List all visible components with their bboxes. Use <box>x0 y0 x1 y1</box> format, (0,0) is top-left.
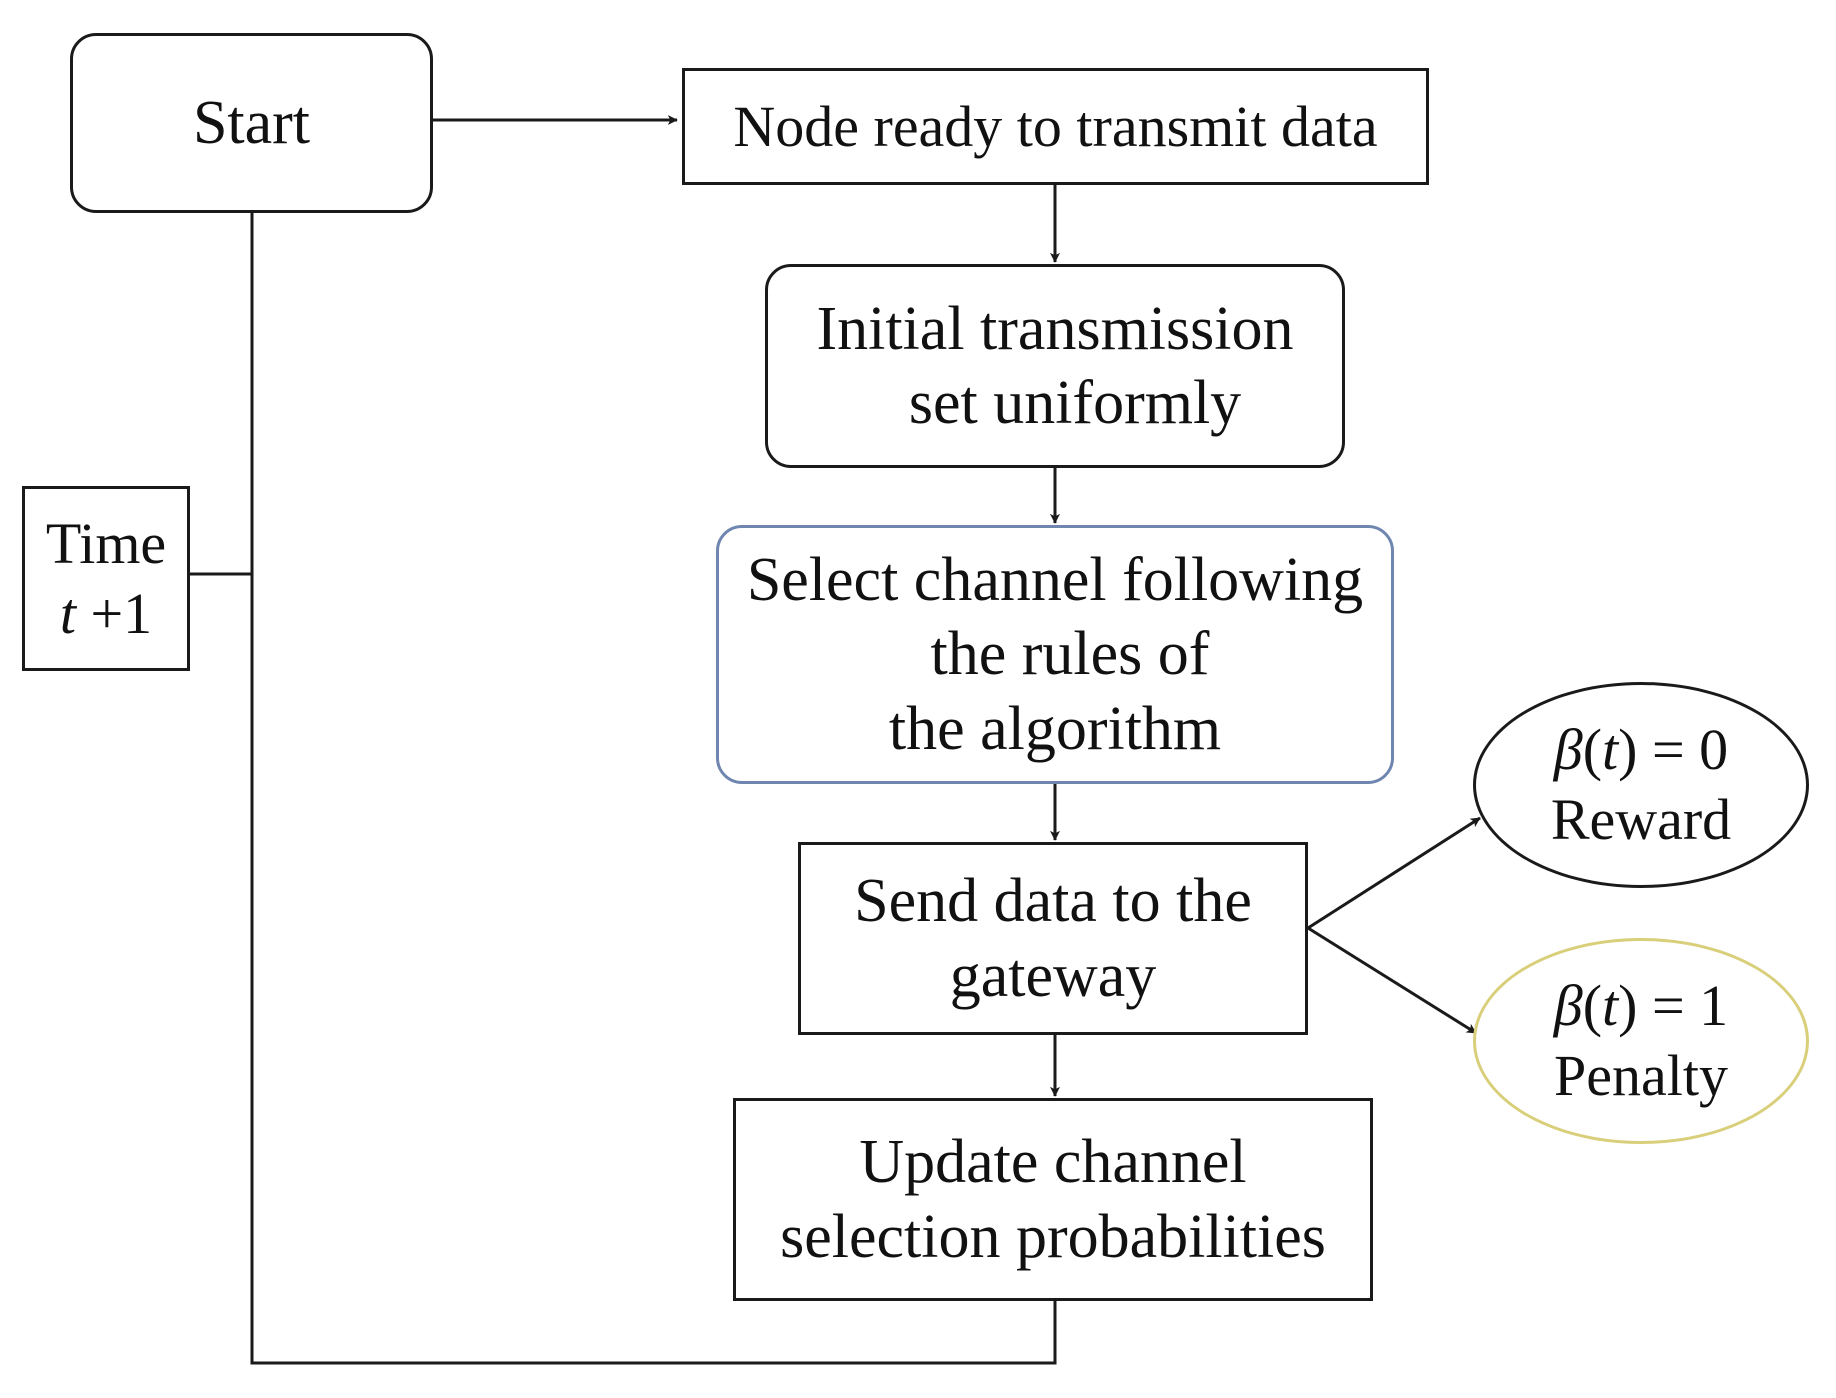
node-ready-box: Node ready to transmit data <box>682 68 1429 185</box>
select-line-1: Select channel following <box>746 545 1364 614</box>
send-line-2: gateway <box>949 941 1157 1010</box>
update-probabilities-box: Update channel selection probabilities <box>733 1098 1373 1301</box>
arrow-send-to-reward <box>1307 816 1481 930</box>
penalty-label: Penalty <box>1554 1043 1728 1108</box>
time-variable: t <box>59 580 76 646</box>
reward-beta: β <box>1553 717 1583 783</box>
select-channel-box: Select channel following the rules of th… <box>716 525 1394 784</box>
send-data-box: Send data to the gateway <box>798 842 1308 1035</box>
node-ready-label: Node ready to transmit data <box>733 93 1378 159</box>
time-step-formula: t +1 <box>60 579 152 649</box>
update-line-1: Update channel <box>859 1128 1247 1197</box>
arrow-send-to-penalty <box>1307 926 1477 1035</box>
reward-label: Reward <box>1550 787 1732 852</box>
loop-back-line <box>250 213 1057 1365</box>
penalty-formula: β(t) = 1 <box>1553 973 1729 1039</box>
reward-formula: β(t) = 0 <box>1553 717 1729 783</box>
penalty-t: t <box>1602 973 1619 1039</box>
start-node: Start <box>70 33 433 213</box>
reward-ellipse: β(t) = 0 Reward <box>1473 682 1809 888</box>
select-line-3: the algorithm <box>888 694 1222 763</box>
penalty-eq: = 1 <box>1637 973 1729 1039</box>
time-increment: +1 <box>75 580 153 646</box>
penalty-ellipse: β(t) = 1 Penalty <box>1473 938 1809 1144</box>
reward-t: t <box>1602 717 1619 783</box>
start-label: Start <box>192 88 311 157</box>
send-line-1: Send data to the <box>854 867 1252 936</box>
update-line-2: selection probabilities <box>780 1202 1326 1271</box>
initial-line-1: Initial transmission <box>816 294 1294 363</box>
time-label: Time <box>45 510 167 576</box>
select-line-2: the rules of <box>930 620 1210 689</box>
penalty-beta: β <box>1553 973 1583 1039</box>
initial-transmission-box: Initial transmission set uniformly <box>765 264 1345 468</box>
time-box: Time t +1 <box>22 486 190 671</box>
reward-eq: = 0 <box>1637 717 1729 783</box>
initial-line-2: set uniformly <box>908 369 1242 437</box>
